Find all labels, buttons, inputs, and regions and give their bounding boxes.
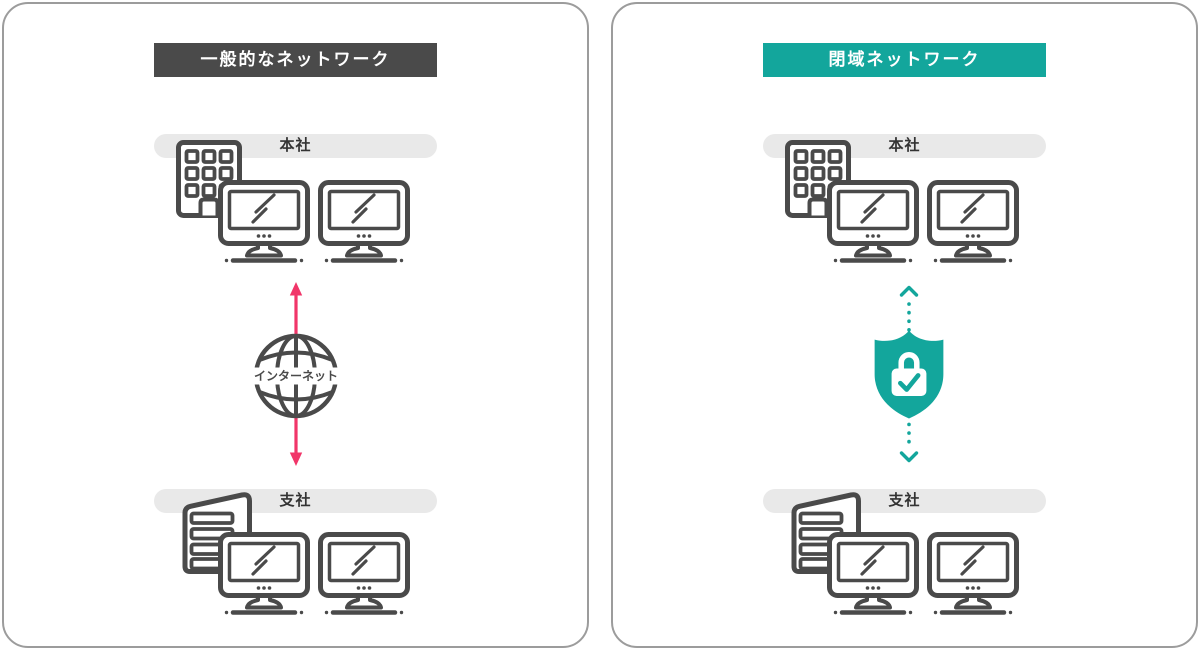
monitor-icon (927, 532, 1019, 616)
monitor-icon (218, 532, 310, 616)
globe-icon: インターネット (249, 333, 343, 419)
monitor-icon (927, 180, 1019, 264)
internet-label: インターネット (254, 369, 338, 383)
shield-lock-check-icon (874, 330, 944, 419)
monitor-icon (827, 180, 919, 264)
panel-title-general: 一般的なネットワーク (154, 43, 437, 77)
monitor-icon (318, 180, 410, 264)
panel-general-network: 一般的なネットワーク 本社 インターネット 支社 (2, 2, 589, 648)
panel-title-closed: 閉域ネットワーク (763, 43, 1046, 77)
panel-closed-network: 閉域ネットワーク 本社 支社 (611, 2, 1198, 648)
monitor-icon (827, 532, 919, 616)
monitor-icon (218, 180, 310, 264)
monitor-icon (318, 532, 410, 616)
